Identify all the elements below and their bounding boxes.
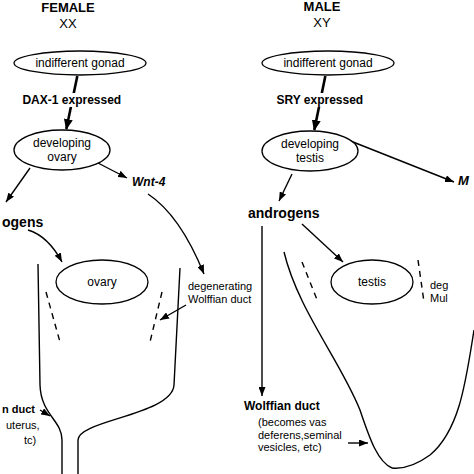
annotation-label: XX <box>59 17 76 32</box>
arrow <box>28 230 62 262</box>
dashed-duct <box>150 292 162 342</box>
dashed-duct <box>302 262 318 302</box>
arrow <box>302 224 343 262</box>
annotation-label: Wnt-4 <box>132 176 165 190</box>
ellipse-shape <box>262 131 358 171</box>
annotation-label: M <box>458 174 469 189</box>
annotation-label: uterus, <box>6 419 40 432</box>
arrow <box>148 194 204 274</box>
annotation-label: MALE <box>304 0 341 15</box>
arrow <box>40 410 50 416</box>
gonad-ellipse: indifferent gonad <box>261 50 395 76</box>
node-text-group: indifferent gonad <box>35 56 124 70</box>
annotation-label: deg <box>430 279 448 292</box>
node-label: testis <box>358 275 386 289</box>
annotation-label: n duct <box>2 403 35 416</box>
node-text-group: developing testis <box>277 137 343 165</box>
gonad-ellipse: developing testis <box>261 130 359 172</box>
edge-label: SRY expressed <box>274 93 365 107</box>
arrow <box>6 168 30 202</box>
annotation-label: XY <box>313 16 330 31</box>
gonad-ellipse: developing ovary <box>13 129 111 171</box>
annotation-label: degenerating Wolffian duct <box>188 280 270 305</box>
ellipse-shape <box>331 260 413 304</box>
ellipse-shape <box>14 51 146 75</box>
edge-label: DAX-1 expressed <box>20 93 123 107</box>
ellipse-shape <box>56 260 148 304</box>
node-label: developing ovary <box>29 136 95 164</box>
duct-line <box>392 330 474 468</box>
arrow <box>348 140 454 182</box>
node-label: ovary <box>87 275 116 289</box>
node-label: indifferent gonad <box>35 56 124 70</box>
ellipse-shape <box>14 130 110 170</box>
annotation-label: FEMALE <box>41 1 94 16</box>
ellipse-shape <box>262 51 394 75</box>
duct-line <box>38 264 62 474</box>
dashed-duct <box>418 260 424 302</box>
arrow <box>261 226 262 396</box>
arrow <box>348 442 368 443</box>
annotation-label: androgens <box>248 205 320 221</box>
node-text-group: indifferent gonad <box>283 56 372 70</box>
dashed-duct <box>46 292 60 342</box>
node-text-group: developing ovary <box>29 136 95 164</box>
annotation-label: ogens <box>2 214 43 230</box>
node-label: developing testis <box>277 137 343 165</box>
node-label: indifferent gonad <box>283 56 372 70</box>
arrow <box>160 305 186 320</box>
node-text-group: ovary <box>87 275 116 289</box>
annotation-label: (becomes vas deferens,seminal vesicles, … <box>258 416 348 454</box>
annotation-label: Wolffian duct <box>244 400 320 414</box>
arrow <box>279 174 292 201</box>
arrow <box>98 163 127 178</box>
annotation-label: tc) <box>24 434 36 447</box>
node-text-group: testis <box>358 275 386 289</box>
gonad-ellipse: indifferent gonad <box>13 50 147 76</box>
annotation-label: Mul <box>430 292 448 305</box>
gonad-ellipse: testis <box>330 259 414 305</box>
gonad-ellipse: ovary <box>55 259 149 305</box>
